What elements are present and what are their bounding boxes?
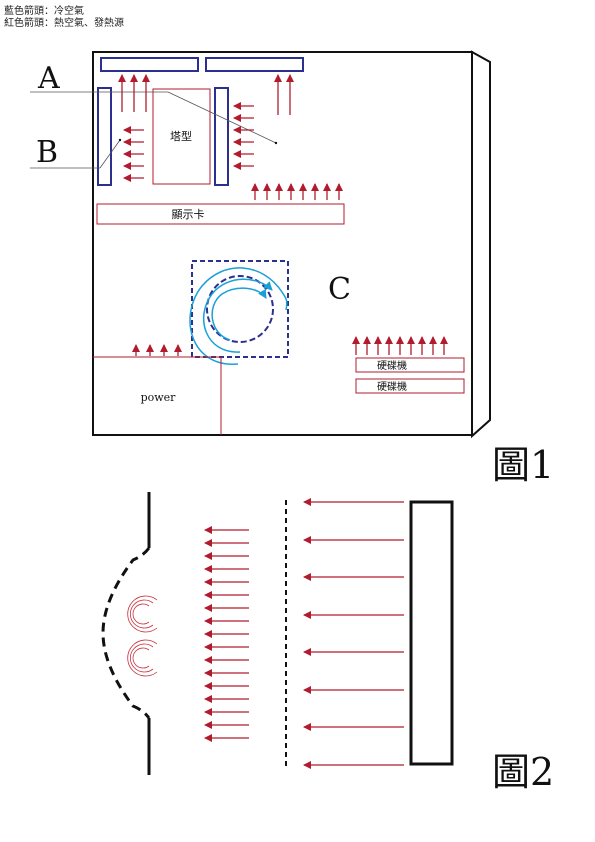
- legend-cold-air: 藍色箭頭：冷空氣: [4, 6, 84, 17]
- exhaust-arrows-top-right: [274, 74, 294, 115]
- hdd-2-label: 硬碟機: [377, 380, 407, 393]
- hdd-2: [355, 378, 465, 394]
- hdd-1-label: 硬碟機: [377, 359, 407, 372]
- marker-c: C: [328, 272, 351, 307]
- airflow-arrows-dense: [204, 526, 249, 742]
- front-fan-frame: [191, 260, 289, 358]
- hot-swirls: [127, 595, 158, 677]
- leader-dot-b: [118, 138, 122, 142]
- case-outline: [92, 51, 473, 436]
- marker-b: B: [36, 135, 58, 170]
- tower-cooler-label: 塔型: [170, 129, 192, 143]
- exhaust-arrows-cooler-top: [118, 74, 150, 112]
- figure-2: 圖2: [101, 492, 554, 794]
- graphics-card: [96, 203, 345, 225]
- legend-hot-air: 紅色箭頭：熱空氣、發熱源: [4, 18, 124, 29]
- figure-2-label: 圖2: [492, 750, 554, 794]
- figure-1: 塔型 A B: [30, 50, 554, 487]
- airflow-arrows-gpu: [251, 183, 343, 200]
- case-side-panel: [471, 50, 491, 439]
- fan-bulge: [101, 547, 151, 719]
- top-fan-left: [100, 57, 199, 72]
- figure-1-label: 圖1: [492, 443, 554, 487]
- tower-cooler: [152, 88, 211, 185]
- cooler-fan-left: [97, 87, 112, 186]
- airflow-arrows-hdd: [352, 336, 448, 355]
- front-fan-ring: [206, 275, 274, 343]
- leader-line-b-diagonal: [99, 139, 121, 169]
- airflow-arrows-psu: [132, 344, 182, 356]
- top-fan-right: [205, 57, 304, 72]
- heat-source-block: [409, 500, 454, 766]
- intake-swirl-mid: [203, 278, 273, 353]
- airflow-arrows-sparse: [303, 498, 404, 769]
- leader-line-a-diagonal: [167, 91, 277, 144]
- hdd-1: [355, 357, 465, 373]
- marker-a: A: [37, 61, 60, 96]
- cooler-fan-right: [214, 87, 229, 186]
- intake-swirl-outer: [189, 267, 288, 365]
- graphics-card-label: 顯示卡: [172, 208, 205, 221]
- intake-swirl-inner: [211, 287, 267, 341]
- airflow-arrows-tower-right: [233, 102, 254, 170]
- airflow-arrows-tower-left: [123, 126, 144, 182]
- leader-dot-a: [274, 141, 278, 145]
- psu-label: power: [141, 391, 177, 404]
